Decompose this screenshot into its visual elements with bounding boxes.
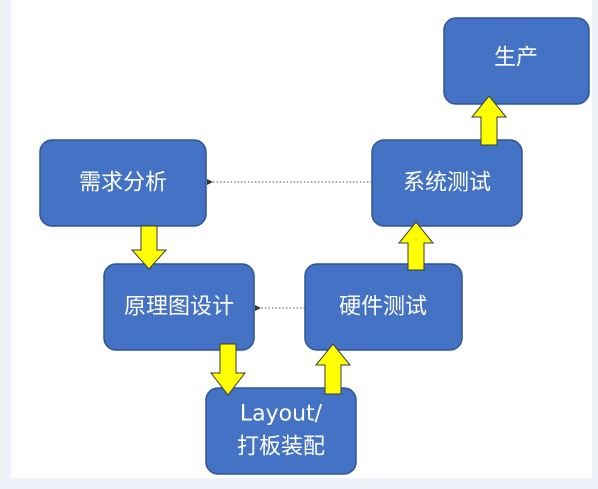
arrow-up-layout-to-hardware — [314, 343, 352, 395]
node-hardware-test-label: 硬件测试 — [339, 295, 427, 320]
left-margin-strip — [0, 0, 11, 489]
node-schematic-design: 原理图设计 — [103, 263, 255, 351]
node-production-label: 生产 — [494, 46, 538, 71]
node-requirements-analysis: 需求分析 — [39, 139, 207, 227]
node-production: 生产 — [443, 17, 590, 105]
node-layout-assembly: Layout/ 打板装配 — [205, 387, 357, 475]
arrow-up-system-to-production — [470, 95, 508, 146]
node-system-test-label: 系统测试 — [403, 171, 491, 196]
arrow-down-schematic-to-layout — [209, 343, 247, 396]
bottom-margin-strip — [0, 478, 598, 489]
node-hardware-test: 硬件测试 — [304, 263, 463, 351]
arrow-down-requirements-to-schematic — [130, 225, 168, 270]
node-layout-assembly-label-line1: Layout/ — [240, 402, 323, 427]
node-system-test: 系统测试 — [371, 139, 523, 227]
arrow-up-hardware-to-system — [397, 221, 435, 271]
node-layout-assembly-label-line2: 打板装配 — [237, 435, 325, 460]
right-margin-strip — [592, 0, 598, 489]
node-schematic-design-label: 原理图设计 — [124, 295, 234, 320]
node-requirements-analysis-label: 需求分析 — [79, 171, 167, 196]
